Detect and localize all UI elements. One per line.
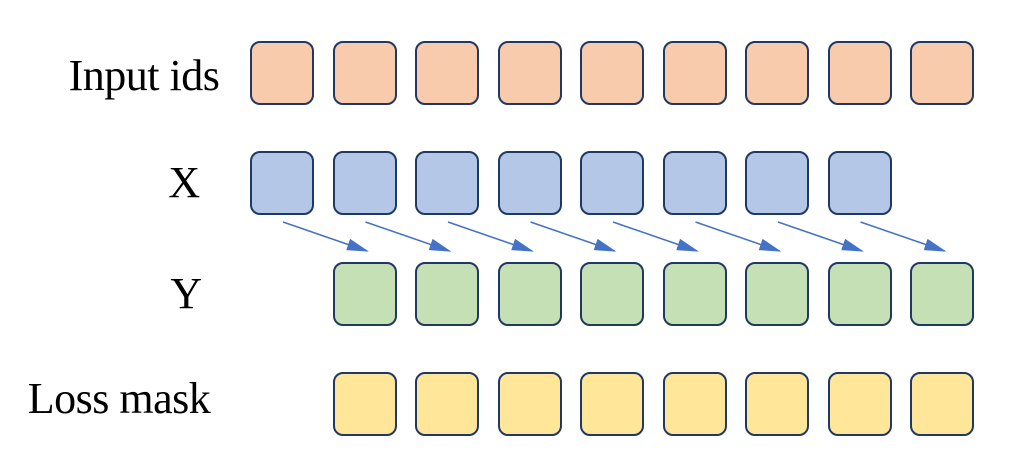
input-ids-box-4 (497, 41, 562, 105)
x-box-1 (250, 151, 314, 215)
loss-mask-box-2 (415, 372, 479, 436)
y-box-7 (827, 262, 892, 326)
x-box-5 (580, 151, 644, 215)
loss-mask-box-6 (745, 372, 809, 436)
loss-mask-box-1 (332, 372, 397, 436)
row-label-y: Y (170, 269, 202, 318)
y-box-1 (332, 262, 397, 326)
y-box-2 (415, 262, 479, 326)
y-box-5 (662, 262, 727, 326)
loss-mask-box-8 (910, 372, 974, 436)
input-ids-box-6 (662, 41, 727, 105)
input-ids-box-8 (827, 41, 892, 105)
x-box-8 (827, 151, 892, 215)
y-box-4 (580, 262, 644, 326)
row-label-loss-mask: Loss mask (27, 374, 211, 423)
input-ids-box-9 (910, 41, 974, 105)
input-ids-box-2 (332, 41, 397, 105)
row-label-input-ids: Input ids (68, 51, 220, 100)
input-ids-box-1 (250, 41, 314, 105)
row-label-x: X (168, 158, 200, 207)
x-box-4 (497, 151, 562, 215)
loss-mask-box-3 (497, 372, 562, 436)
loss-mask-box-4 (580, 372, 644, 436)
input-ids-box-5 (580, 41, 644, 105)
loss-mask-box-7 (827, 372, 892, 436)
x-box-6 (662, 151, 727, 215)
y-box-8 (910, 262, 974, 326)
input-ids-box-7 (745, 41, 809, 105)
y-box-6 (745, 262, 809, 326)
x-box-2 (332, 151, 397, 215)
x-box-7 (745, 151, 809, 215)
x-box-3 (415, 151, 479, 215)
loss-mask-box-5 (662, 372, 727, 436)
y-box-3 (497, 262, 562, 326)
input-ids-box-3 (415, 41, 479, 105)
